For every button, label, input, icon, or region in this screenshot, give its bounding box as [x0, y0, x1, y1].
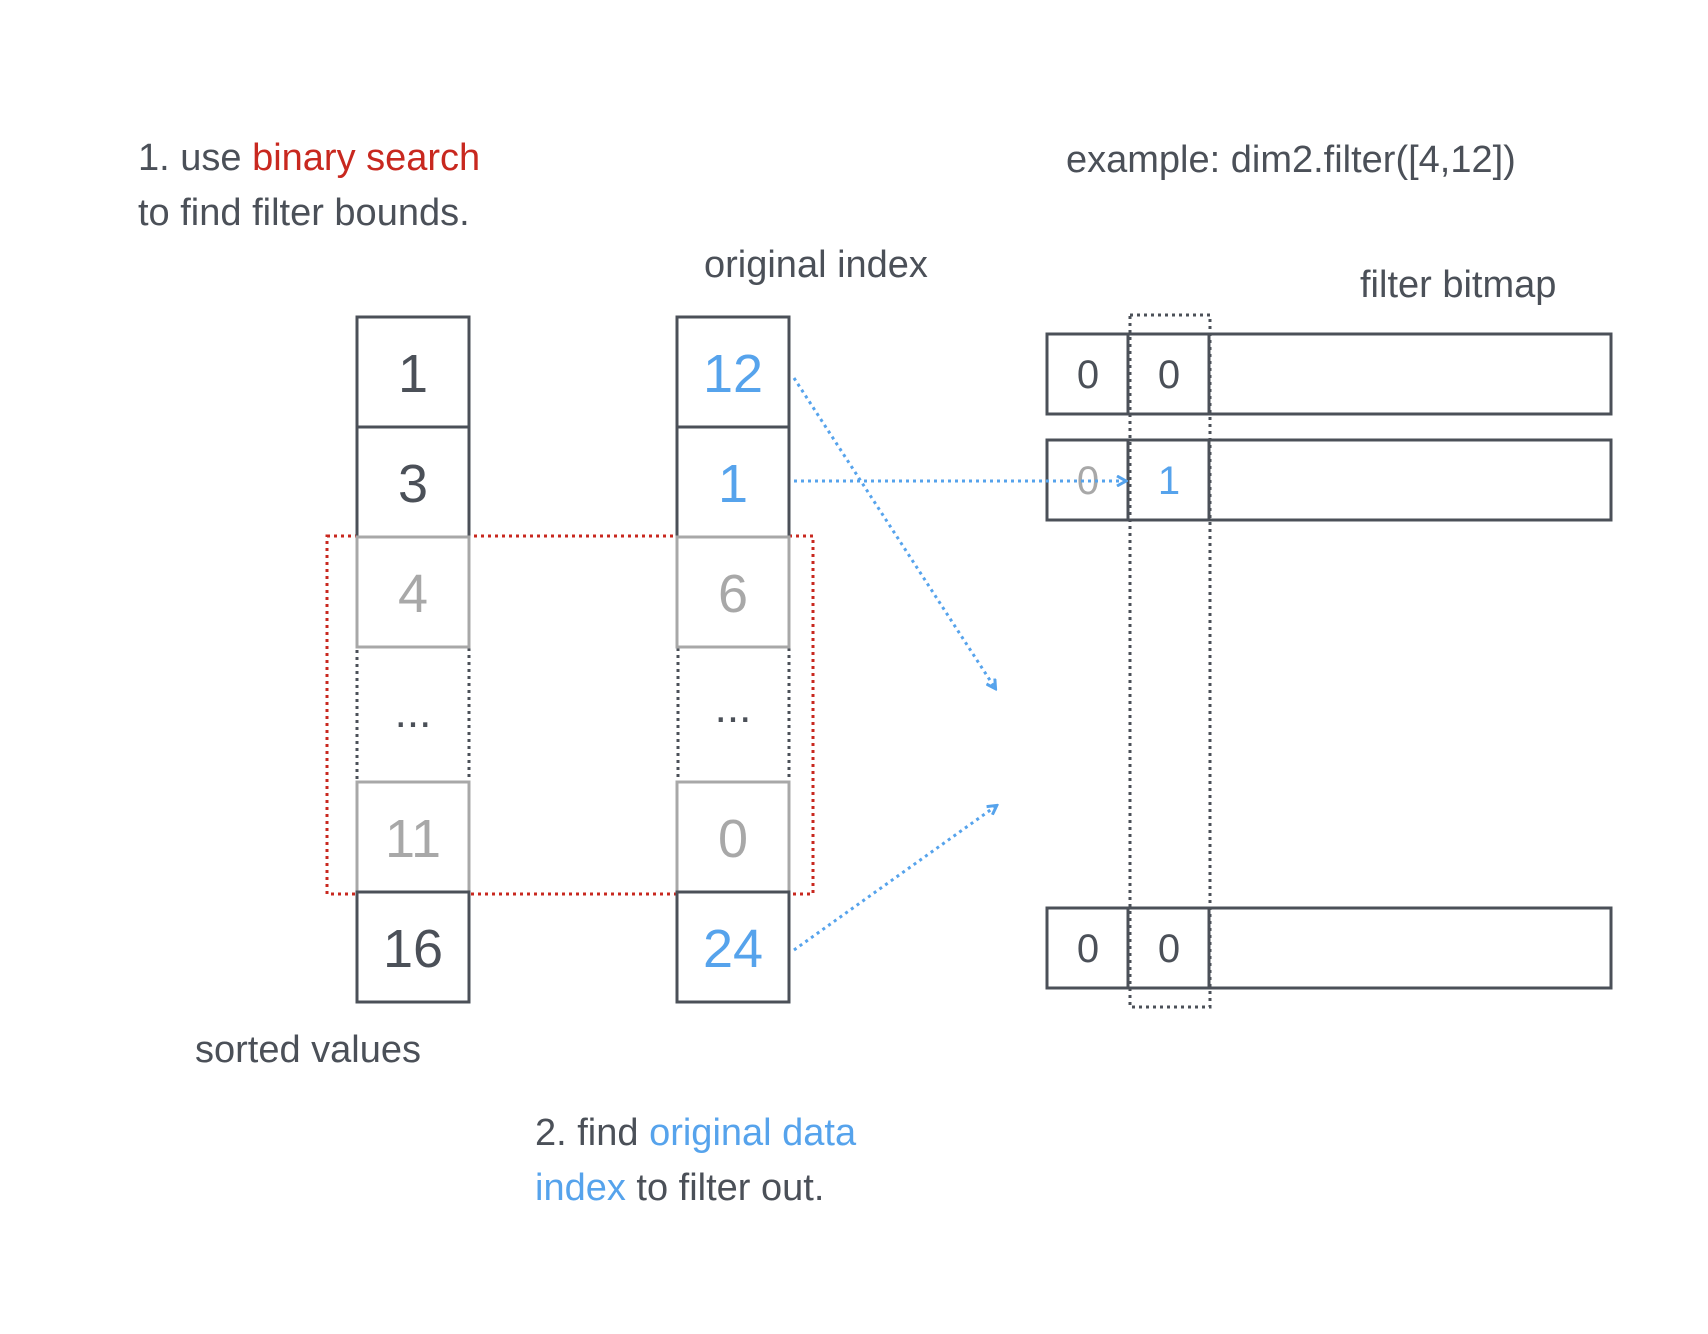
index-cell	[675, 890, 791, 1004]
index-12-arrow	[792, 377, 995, 688]
index-ellipsis: ...	[715, 683, 752, 732]
sorted-cell	[355, 890, 471, 1004]
sorted-cell-value: 16	[383, 919, 443, 979]
index-cell-value: 24	[703, 919, 763, 979]
bitmap-bit: 0	[1077, 927, 1099, 971]
index-cell	[675, 535, 791, 649]
bitmap-bit: 0	[1158, 353, 1180, 397]
bitmap-row	[1045, 332, 1613, 416]
original-index-label: original index	[704, 244, 928, 286]
index-cell-value: 12	[703, 344, 763, 404]
example-label: example: dim2.filter([4,12])	[1066, 139, 1516, 181]
bitmap-dimension-column	[1128, 313, 1212, 1009]
step2-line1: 2. find original data	[535, 1112, 857, 1154]
sorted-cell	[355, 535, 471, 649]
bitmap-row	[1045, 906, 1613, 990]
index-cell	[675, 315, 791, 429]
index-24-arrow	[793, 806, 996, 952]
bitmap-bit: 1	[1158, 459, 1180, 503]
sorted-cell	[355, 425, 471, 539]
sorted-cell-value: 3	[398, 454, 428, 514]
sorted-cell-value: 4	[398, 564, 428, 624]
bitmap-bit: 0	[1077, 353, 1099, 397]
sorted-cell	[355, 315, 471, 429]
sorted-cell-value: 11	[385, 809, 441, 869]
index-cell-value: 1	[718, 454, 748, 514]
index-cell	[675, 780, 791, 894]
filter-bounds-box	[325, 534, 815, 896]
index-cell	[675, 425, 791, 539]
index-cell-value: 6	[718, 564, 748, 624]
bitmap-row	[1045, 438, 1613, 522]
index-cell-value: 0	[718, 809, 748, 869]
sorted-cell-value: 1	[398, 344, 428, 404]
bitmap-bit: 0	[1158, 927, 1180, 971]
sorted-cell	[355, 780, 471, 894]
filter-bitmap-label: filter bitmap	[1360, 264, 1556, 306]
step1-line1: 1. use binary search	[138, 137, 480, 179]
step1-line2: to find filter bounds.	[138, 192, 470, 234]
step2-line2: index to filter out.	[535, 1167, 824, 1209]
sorted-ellipsis: ...	[395, 688, 432, 737]
sorted-values-label: sorted values	[195, 1029, 421, 1071]
